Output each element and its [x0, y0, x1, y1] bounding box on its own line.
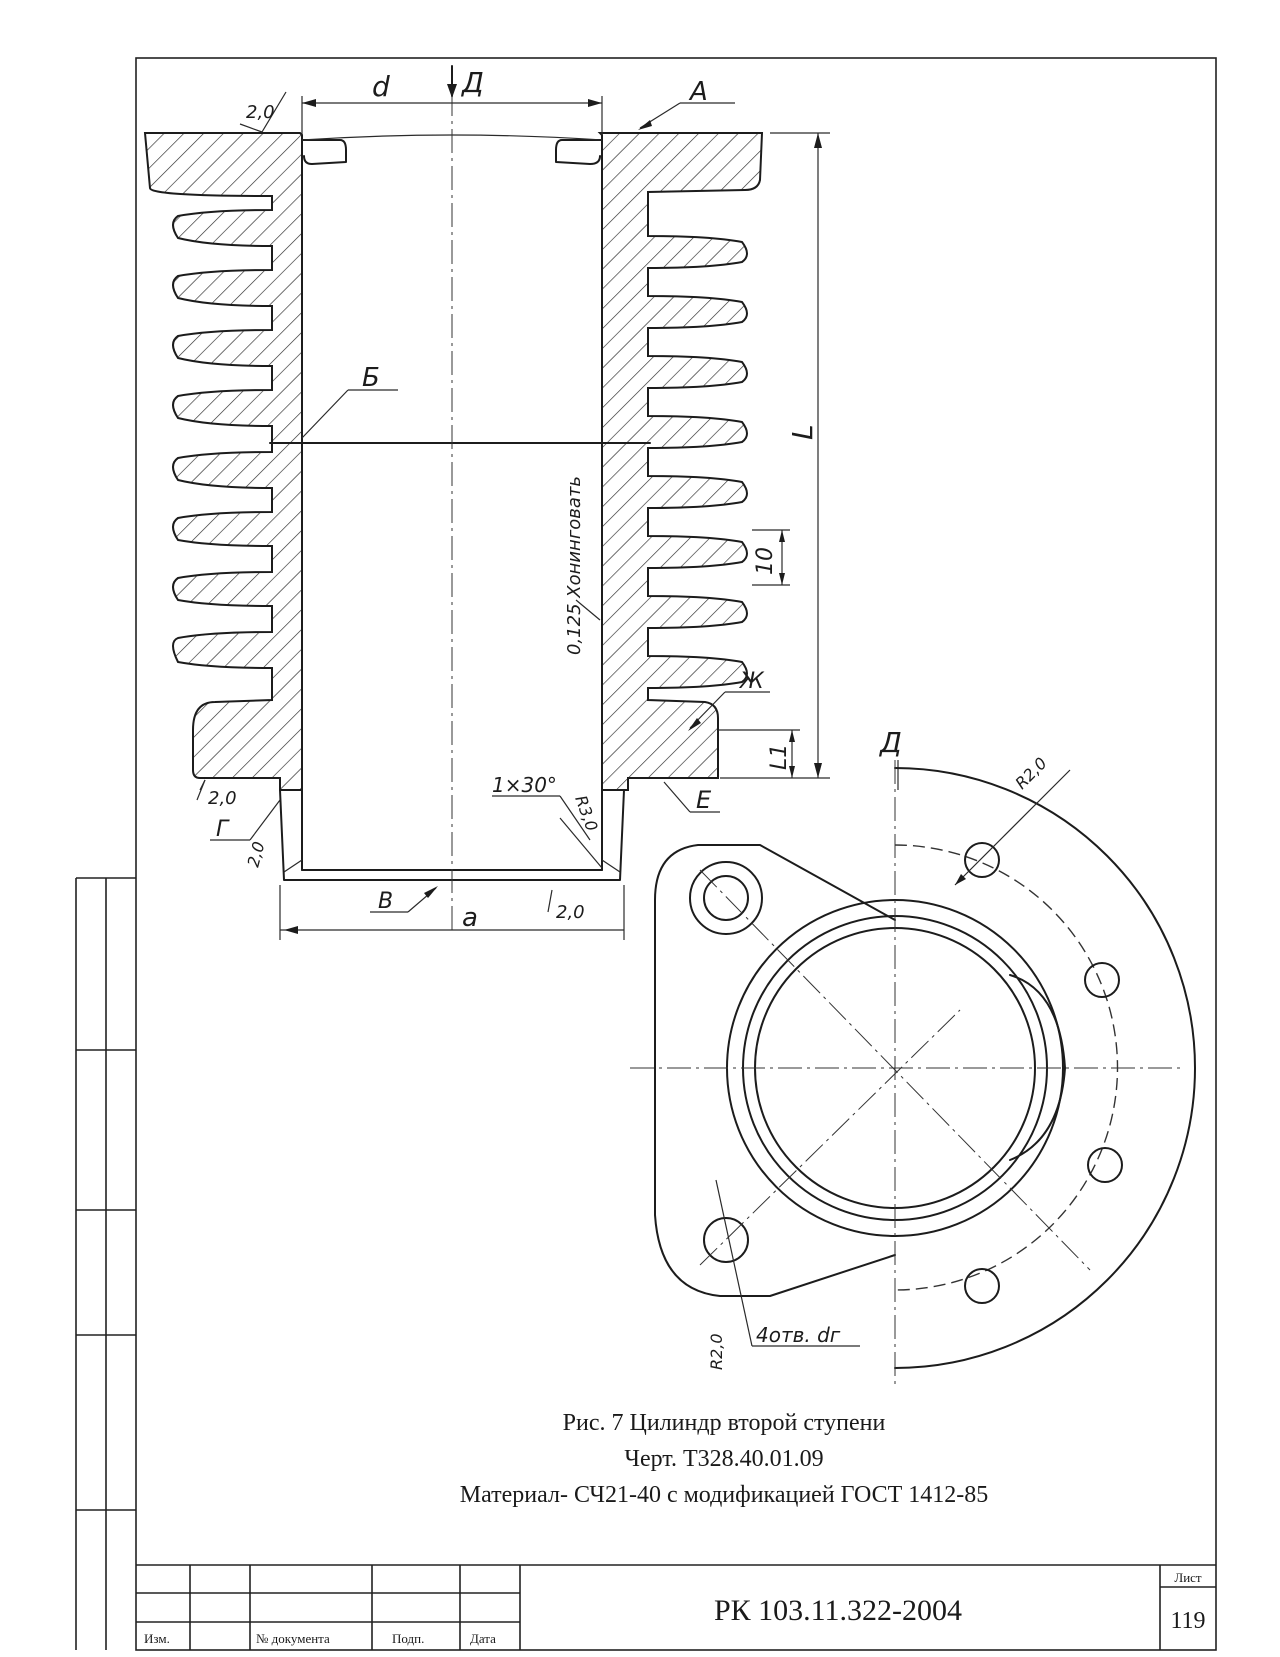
sheet-frame: [75, 57, 1217, 1651]
figure-caption: Рис. 7 Цилиндр второй ступени Черт. Т328…: [460, 1410, 988, 1508]
dim-d-label: d: [372, 70, 390, 103]
col-change: Изм.: [144, 1631, 170, 1646]
cylinder-section-view: [143, 92, 764, 930]
left-wall-section: [143, 132, 303, 791]
holes-note: 4отв. dг: [756, 1323, 841, 1347]
rough-bottom: 2,0: [556, 902, 585, 923]
view-d-flange: Д R2,0 4отв. dг R2,0: [630, 726, 1196, 1385]
label-v: В: [378, 889, 393, 914]
rough-left-1: 2,0: [208, 788, 237, 809]
col-date: Дата: [470, 1631, 496, 1646]
col-document-number: № документа: [256, 1631, 330, 1646]
dim-10: 10: [753, 547, 778, 575]
rough-top: 2,0: [246, 102, 275, 123]
section-dimensions: d Д А 2,0 Б L L1 10: [196, 65, 830, 940]
view-d-label: Д: [878, 726, 902, 759]
chamfer-note: 1×30°: [492, 773, 557, 797]
radius-small: R3,0: [571, 793, 601, 834]
dim-a-label: a: [462, 903, 478, 933]
caption-title: Рис. 7 Цилиндр второй ступени: [563, 1410, 886, 1436]
label-g: Г: [216, 817, 230, 842]
dim-L1: L1: [767, 744, 792, 770]
label-a: А: [688, 77, 708, 107]
radius-flange: R2,0: [1011, 754, 1050, 793]
radius-lower: R2,0: [707, 1333, 726, 1370]
honing-note: 0,125 Хонинговать: [564, 476, 585, 655]
right-wall-section: [597, 132, 764, 791]
caption-drawing-number: Черт. Т328.40.01.09: [624, 1446, 823, 1472]
document-code: РК 103.11.322-2004: [714, 1594, 962, 1627]
caption-material: Материал- СЧ21-40 с модификацией ГОСТ 14…: [460, 1482, 988, 1508]
title-block: Изм. № документа Подп. Дата РК 103.11.32…: [136, 1564, 1216, 1650]
sheet-label: Лист: [1174, 1570, 1202, 1585]
col-signature: Подп.: [392, 1631, 424, 1646]
label-e: Е: [696, 786, 712, 814]
rough-left-2: 2,0: [244, 840, 269, 870]
label-b: Б: [362, 363, 380, 393]
sheet-number: 119: [1170, 1608, 1205, 1634]
dim-L: L: [786, 424, 819, 440]
view-arrow-label: Д: [460, 66, 484, 99]
label-zh: Ж: [738, 669, 765, 694]
